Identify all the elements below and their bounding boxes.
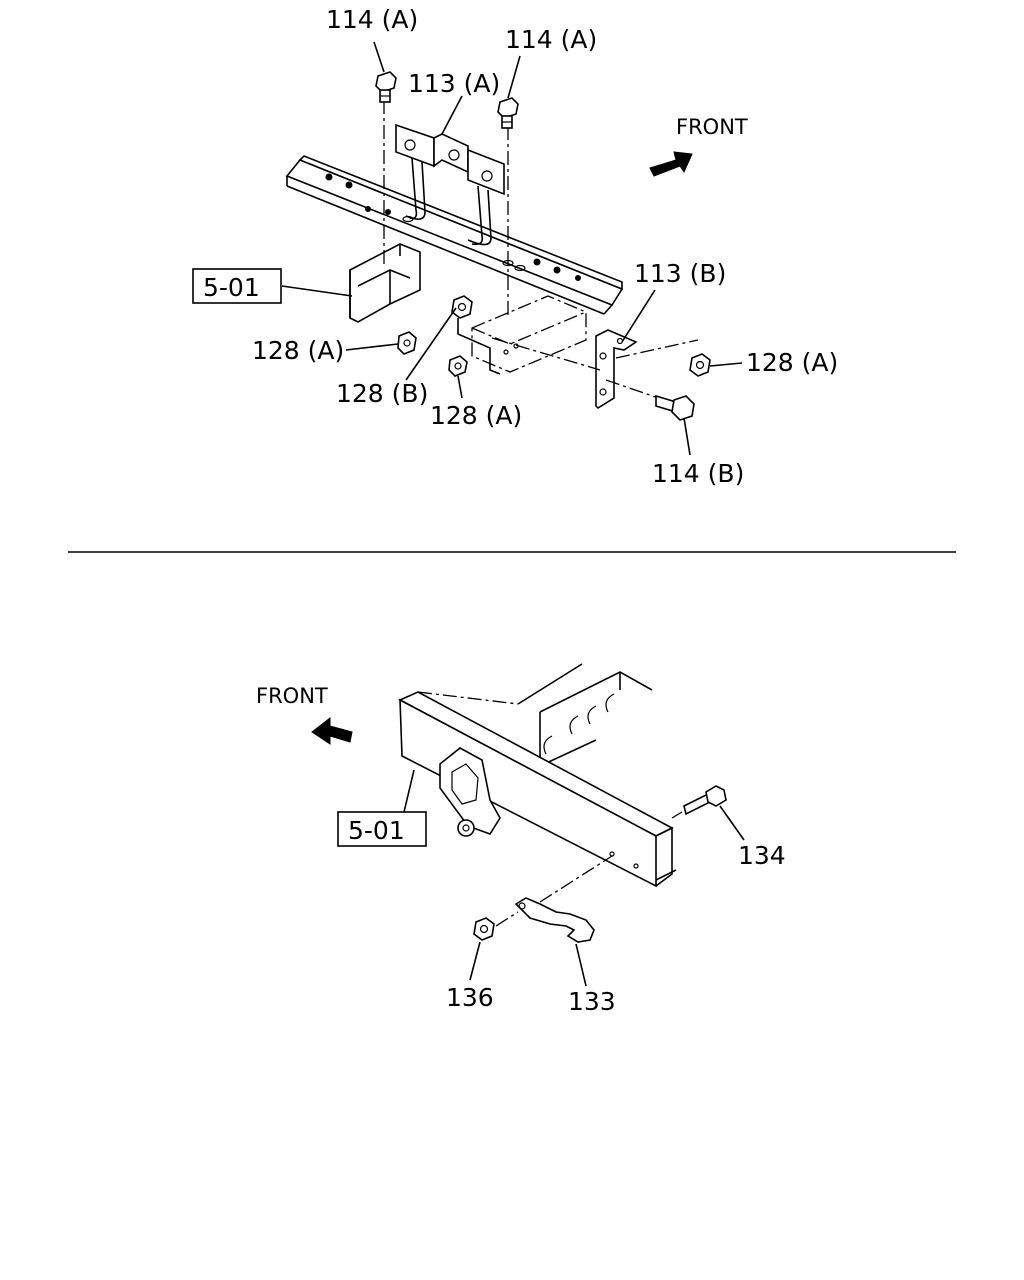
callout-128b: 128 (B) [336,379,428,408]
upper-figure: FRONT 5-01 114 (A) 114 (A) 113 (A) 113 (… [192,5,838,488]
frame-member-center [457,295,587,375]
callout-113a: 113 (A) [408,69,500,98]
lower-figure: FRONT 5-01 134 136 133 [256,663,786,1016]
callout-114a-right: 114 (A) [505,25,597,54]
bracket-113b [595,329,638,410]
callout-114a-left: 114 (A) [326,5,418,34]
bolt-114a-right [497,97,519,129]
bracket-113a [395,123,505,246]
nut-128a-right [689,353,711,377]
ref-box-label: 5-01 [203,273,260,302]
front-hook-left [439,747,501,837]
front-label-lower: FRONT [256,684,328,708]
callout-128a-center: 128 (A) [430,401,522,430]
callout-113b: 113 (B) [634,259,726,288]
tow-hook-133 [514,897,595,943]
cross-member-rail [285,155,624,315]
bolt-134 [683,785,727,816]
frame-member-left [349,243,421,323]
bolt-114a-left [375,71,397,103]
side-rail [517,663,653,767]
callout-134: 134 [738,841,786,870]
bolt-114b [655,394,695,421]
front-label: FRONT [676,115,748,139]
callout-133: 133 [568,987,616,1016]
ref-box [192,268,282,304]
nut-128a-center [448,355,468,377]
front-cross-member [398,691,677,888]
callout-136: 136 [446,983,494,1012]
ref-box-label-lower: 5-01 [348,816,405,845]
ref-box-lower [337,811,427,847]
nut-128b [451,295,473,319]
nut-136 [473,917,495,941]
front-arrow-icon-lower [311,716,353,745]
front-arrow-icon [649,151,693,177]
callout-114b: 114 (B) [652,459,744,488]
nut-128a-left [397,331,417,355]
callout-128a-right: 128 (A) [746,348,838,377]
callout-128a-left: 128 (A) [252,336,344,365]
